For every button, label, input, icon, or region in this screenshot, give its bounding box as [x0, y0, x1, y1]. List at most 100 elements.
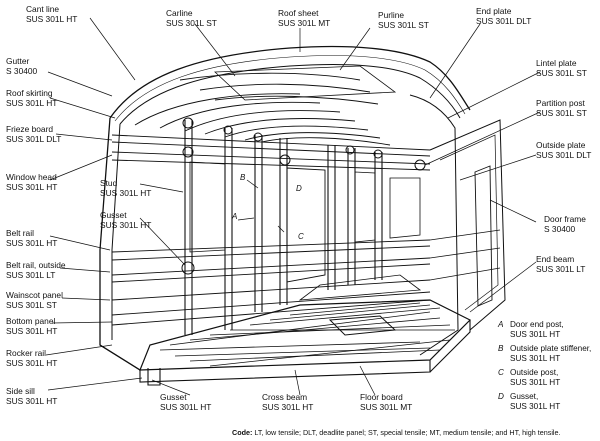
label-material: SUS 301L ST	[536, 68, 587, 78]
label-frieze-board: Frieze board SUS 301L DLT	[6, 124, 61, 144]
legend-item-a: A Door end post, SUS 301L HT	[498, 320, 591, 340]
label-material: SUS 301L HT	[26, 14, 78, 24]
label-name: Window head	[6, 172, 57, 182]
label-material: SUS 301L HT	[6, 98, 58, 108]
letter-d: D	[296, 184, 302, 193]
label-name: Carline	[166, 8, 193, 18]
code-text: LT, low tensile; DLT, deadlite panel; ST…	[254, 428, 561, 437]
roof-inner-edge	[119, 64, 461, 125]
label-name: Bottom panel	[6, 316, 56, 326]
label-name: Purline	[378, 10, 405, 20]
label-name: Roof sheet	[278, 8, 319, 18]
label-belt-rail-outside: Belt rail, outside SUS 301L LT	[6, 260, 66, 280]
letter-c: C	[298, 232, 304, 241]
legend-key: C	[498, 368, 504, 377]
label-belt-rail: Belt rail SUS 301L HT	[6, 228, 57, 248]
post-legend: A Door end post, SUS 301L HT B Outside p…	[498, 320, 591, 416]
label-material: SUS 301L ST	[536, 108, 587, 118]
label-material: SUS 301L HT	[6, 396, 58, 406]
end-wall	[409, 94, 459, 356]
window-right	[354, 171, 376, 243]
code-footnote: Code: LT, low tensile; DLT, deadlite pan…	[232, 428, 561, 437]
door-frame	[474, 165, 493, 307]
label-name: Side sill	[6, 386, 35, 396]
roof-outline	[109, 45, 471, 119]
label-roof-sheet: Roof sheet SUS 301L MT	[278, 8, 330, 28]
label-gutter: Gutter S 30400	[6, 56, 37, 76]
label-name: Belt rail, outside	[6, 260, 66, 270]
label-material: SUS 301L DLT	[536, 150, 592, 160]
label-material: SUS 301L HT	[6, 326, 58, 336]
legend-material: SUS 301L HT	[510, 354, 561, 363]
label-name: Door frame	[544, 214, 586, 224]
label-wainscot-panel: Wainscot panel SUS 301L ST	[6, 290, 63, 310]
label-material: SUS 301L HT	[100, 220, 152, 230]
label-cant-line: Cant line SUS 301L HT	[26, 4, 77, 24]
label-material: SUS 301L DLT	[6, 134, 62, 144]
label-gusset-bottom: Gusset SUS 301L HT	[160, 392, 211, 412]
label-name: Stud	[100, 178, 118, 188]
legend-material: SUS 301L HT	[510, 378, 561, 387]
leader-lines	[45, 17, 541, 396]
label-name: Partition post	[536, 98, 585, 108]
label-material: S 30400	[544, 224, 576, 234]
label-name: Outside plate	[536, 140, 586, 150]
legend-key: A	[498, 320, 504, 329]
label-partition-post: Partition post SUS 301L ST	[536, 98, 587, 118]
label-stud: Stud SUS 301L HT	[100, 178, 151, 198]
label-name: Lintel plate	[536, 58, 577, 68]
label-outside-plate: Outside plate SUS 301L DLT	[536, 140, 591, 160]
legend-item-d: D Gusset, SUS 301L HT	[498, 392, 591, 412]
label-material: SUS 301L LT	[536, 264, 586, 274]
legend-material: SUS 301L HT	[510, 402, 561, 411]
window-left	[189, 161, 226, 253]
label-material: SUS 301L HT	[6, 238, 58, 248]
label-cross-beam: Cross beam SUS 301L HT	[262, 392, 313, 412]
label-name: Gusset	[100, 210, 127, 220]
letter-b: B	[240, 173, 246, 182]
label-material: SUS 301L HT	[100, 188, 152, 198]
label-material: SUS 301L ST	[6, 300, 57, 310]
label-material: SUS 301L HT	[160, 402, 212, 412]
label-carline: Carline SUS 301L ST	[166, 8, 217, 28]
label-door-frame: Door frame S 30400	[544, 214, 586, 234]
label-material: SUS 301L MT	[278, 18, 331, 28]
label-material: SUS 301L HT	[6, 358, 58, 368]
label-window-head: Window head SUS 301L HT	[6, 172, 57, 192]
label-name: Wainscot panel	[6, 290, 63, 300]
door-opening	[286, 167, 326, 283]
legend-item-c: C Outside post, SUS 301L HT	[498, 368, 591, 388]
label-name: Gutter	[6, 56, 30, 66]
label-name: Floor board	[360, 392, 403, 402]
label-name: Belt rail	[6, 228, 34, 238]
underframe	[99, 320, 471, 386]
legend-key: B	[498, 344, 504, 353]
carlines	[134, 72, 391, 146]
label-material: SUS 301L HT	[262, 402, 314, 412]
label-material: SUS 301L MT	[360, 402, 413, 412]
label-side-sill: Side sill SUS 301L HT	[6, 386, 57, 406]
legend-name: Gusset,	[510, 392, 539, 401]
label-name: Roof skirting	[6, 88, 53, 98]
label-gusset-mid: Gusset SUS 301L HT	[100, 210, 151, 230]
label-name: End plate	[476, 6, 512, 16]
label-name: Frieze board	[6, 124, 54, 134]
label-name: Cant line	[26, 4, 60, 14]
label-lintel-plate: Lintel plate SUS 301L ST	[536, 58, 587, 78]
label-end-plate: End plate SUS 301L DLT	[476, 6, 531, 26]
legend-material: SUS 301L HT	[510, 330, 561, 339]
label-material: SUS 301L ST	[166, 18, 217, 28]
side-wall-outer	[99, 117, 141, 371]
legend-key: D	[498, 392, 504, 401]
legend-name: Outside post,	[510, 368, 559, 377]
label-material: SUS 301L ST	[378, 20, 429, 30]
label-bottom-panel: Bottom panel SUS 301L HT	[6, 316, 57, 336]
roof-texture	[114, 55, 466, 122]
label-material: S 30400	[6, 66, 38, 76]
label-name: Gusset	[160, 392, 187, 402]
label-purline: Purline SUS 301L ST	[378, 10, 429, 30]
legend-item-b: B Outside plate stiffener, SUS 301L HT	[498, 344, 591, 364]
label-name: Cross beam	[262, 392, 308, 402]
